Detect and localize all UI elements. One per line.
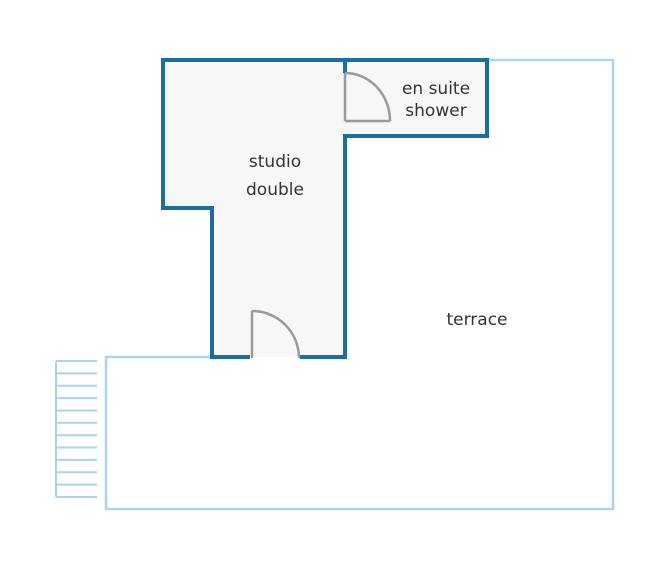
ensuite-door-icon (343, 71, 392, 123)
ensuite-label-line2: shower (405, 101, 466, 121)
studio-walls (161, 58, 489, 359)
terrace-outline (104, 58, 615, 511)
ensuite-label: en suite (402, 79, 470, 99)
terrace-label: terrace (446, 310, 507, 330)
staircase (55, 360, 97, 498)
entrance-door-icon (250, 309, 301, 359)
studio-label: studio (249, 152, 301, 172)
studio-label-line2: double (246, 180, 304, 200)
